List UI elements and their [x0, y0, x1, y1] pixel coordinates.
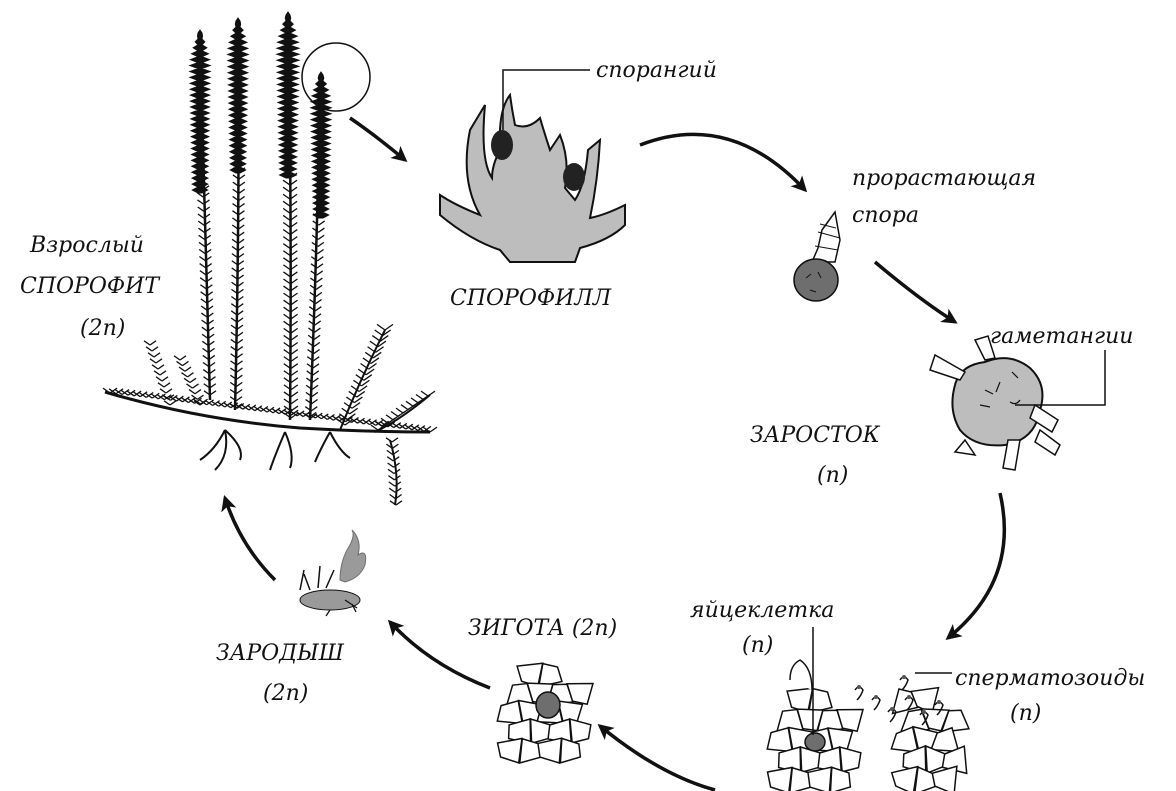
label-prothallus: ЗАРОСТОК	[750, 423, 881, 448]
arrow-sporophyll-to-spore	[640, 134, 805, 190]
label-egg: яйцеклетка	[690, 598, 834, 623]
strobilus	[277, 12, 299, 178]
stem-leaves	[103, 168, 437, 505]
strobilus	[311, 72, 331, 218]
label-gametangia: гаметангии	[990, 324, 1133, 349]
label-embryo-ploidy: (2n)	[263, 681, 308, 706]
prothallus-illustration	[930, 336, 1105, 470]
label-adult-line2: СПОРОФИТ	[20, 274, 161, 299]
arrow-spore-to-prothallus	[875, 262, 955, 322]
strobilus	[190, 30, 210, 193]
magnifier-circle	[302, 43, 370, 111]
label-sporophyll: СПОРОФИЛЛ	[450, 286, 612, 311]
sporophyll-illustration	[440, 70, 625, 262]
label-embryo: ЗАРОДЫШ	[216, 641, 345, 666]
label-sperm-ploidy: (n)	[1010, 701, 1041, 726]
arrow-embryo-to-sporophyte	[225, 498, 275, 580]
sporangium-left	[491, 130, 513, 160]
zygote-illustration	[497, 663, 593, 763]
fertilization-illustration	[767, 627, 969, 791]
label-zygote: ЗИГОТА (2n)	[468, 616, 617, 641]
strobilus	[228, 18, 248, 173]
sporangium-right	[563, 163, 585, 191]
arrow-fertilization-to-zygote	[600, 726, 715, 790]
label-sporangium: спорангий	[596, 58, 717, 83]
label-germinating-line2: спора	[852, 203, 919, 228]
label-prothallus-ploidy: (n)	[817, 463, 848, 488]
arrow-plant-to-sporophyll	[350, 118, 405, 160]
label-adult-line1: Взрослый	[29, 233, 144, 258]
sporangium-pointer-line	[503, 70, 590, 130]
label-sperm: сперматозоиды	[955, 666, 1145, 691]
label-egg-ploidy: (n)	[742, 633, 773, 658]
arrow-prothallus-to-fertilization	[948, 493, 1004, 638]
germinating-spore-illustration	[794, 212, 840, 301]
embryo-illustration	[300, 530, 366, 616]
adult-sporophyte-plant	[105, 20, 430, 505]
label-germinating-line1: прорастающая	[852, 166, 1036, 191]
label-adult-ploidy: (2n)	[80, 316, 125, 341]
strobili	[190, 12, 331, 218]
